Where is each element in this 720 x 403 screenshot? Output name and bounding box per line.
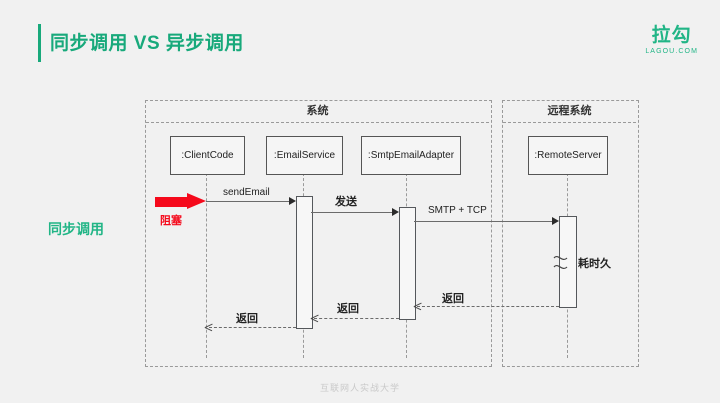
return-arrowhead-adapter-to-service	[311, 314, 318, 322]
logo-mark-text: 拉勾	[651, 25, 692, 46]
return-line-remote-to-adapter	[417, 306, 559, 307]
message-line-send-cn	[311, 212, 392, 213]
activation-bar-remote	[559, 216, 577, 308]
page-header: 同步调用 VS 异步调用 拉勾 LAGOU.COM	[0, 0, 720, 80]
return-arrowhead-service-to-client	[205, 323, 212, 331]
footer-brand-text: 互联网人实战大学	[319, 383, 400, 393]
group-label-remote: 远程系统	[547, 105, 592, 117]
message-arrowhead-send-cn	[392, 208, 399, 216]
message-label-send-cn: 发送	[335, 196, 357, 208]
message-line-smtp-tcp	[414, 221, 552, 222]
activation-bar-adapter	[399, 207, 416, 320]
participant-remote[interactable]: :RemoteServer	[528, 136, 608, 175]
return-label-adapter-to-service: 返回	[337, 303, 359, 315]
squiggle-svg	[553, 255, 568, 270]
participant-client[interactable]: :ClientCode	[170, 136, 245, 175]
participant-label-remote: :RemoteServer	[534, 150, 602, 161]
message-line-sendemail	[206, 201, 289, 202]
title-accent-bar	[38, 24, 41, 62]
lifeline-client	[206, 173, 207, 358]
group-header-system: 系统	[146, 101, 489, 123]
blocking-arrow-icon	[155, 193, 207, 210]
return-arrowhead-remote-to-adapter	[414, 302, 421, 310]
long-duration-annotation-label: 耗时久	[578, 258, 611, 270]
group-box-remote	[502, 100, 639, 367]
blocking-arrow-tip	[187, 193, 206, 209]
return-label-remote-to-adapter: 返回	[442, 293, 464, 305]
long-duration-squiggle-icon	[552, 252, 580, 274]
diagram-caption: 同步调用	[48, 221, 104, 237]
participant-label-service: :EmailService	[273, 150, 336, 161]
message-arrowhead-smtp-tcp	[552, 217, 559, 225]
return-line-adapter-to-service	[314, 318, 399, 319]
return-label-service-to-client: 返回	[236, 313, 258, 325]
participant-label-adapter: :SmtpEmailAdapter	[367, 150, 455, 161]
group-box-system	[145, 100, 492, 367]
participant-label-client: :ClientCode	[181, 150, 234, 161]
participant-service[interactable]: :EmailService	[266, 136, 343, 175]
blocking-arrow-shaft	[155, 197, 189, 207]
page-title: 同步调用 VS 异步调用	[50, 33, 244, 54]
group-header-remote: 远程系统	[503, 101, 636, 123]
message-label-sendemail: sendEmail	[223, 187, 270, 198]
group-label-system: 系统	[306, 105, 329, 117]
participant-adapter[interactable]: :SmtpEmailAdapter	[361, 136, 461, 175]
message-label-smtp-tcp: SMTP + TCP	[428, 205, 487, 216]
activation-bar-service	[296, 196, 313, 329]
return-line-service-to-client	[209, 327, 296, 328]
logo-subtitle-text: LAGOU.COM	[645, 48, 698, 55]
message-arrowhead-sendemail	[289, 197, 296, 205]
blocking-annotation-label: 阻塞	[160, 215, 182, 227]
lagou-logo: 拉勾 LAGOU.COM	[645, 26, 698, 57]
